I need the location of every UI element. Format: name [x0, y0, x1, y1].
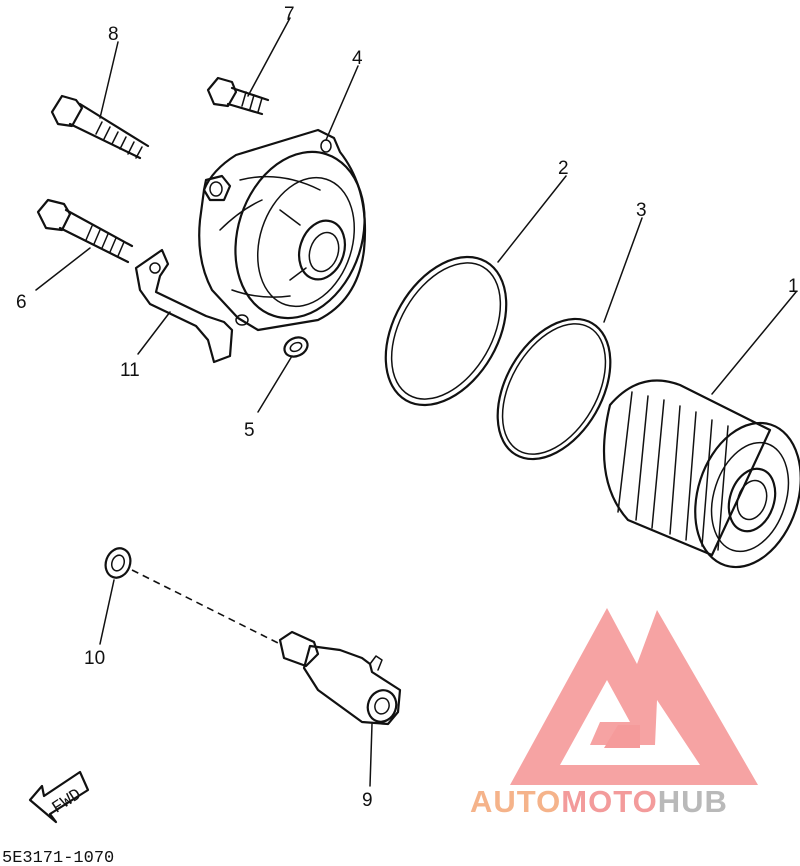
- watermark-text: AUTOMOTOHUB: [470, 784, 728, 819]
- callout-7: 7: [284, 4, 295, 25]
- part-11-bracket: [134, 248, 234, 364]
- watermark-hub: HUB: [658, 784, 728, 819]
- assembly-dash-line: [131, 569, 283, 646]
- watermark-auto: AUTO: [470, 784, 561, 819]
- callout-10: 10: [84, 648, 105, 669]
- part-3-o-ring: [496, 317, 612, 461]
- callout-3: 3: [636, 200, 647, 221]
- callout-9: 9: [362, 790, 373, 811]
- watermark-logo: [510, 608, 758, 785]
- callout-1: 1: [788, 276, 799, 297]
- part-2-o-ring: [384, 255, 508, 407]
- part-8-bolt: [50, 94, 150, 160]
- part-6-bolt: [36, 198, 134, 264]
- watermark-moto: MOTO: [561, 784, 657, 819]
- callout-6: 6: [16, 292, 27, 313]
- callout-4: 4: [352, 48, 363, 69]
- callout-11: 11: [120, 360, 140, 381]
- diagram-reference-code: 5E3171-1070: [2, 849, 114, 866]
- callout-5: 5: [244, 420, 255, 441]
- leader-lines: [35, 17, 797, 787]
- forward-arrow-label: FWD: [49, 786, 85, 819]
- part-10-washer: [104, 547, 132, 579]
- forward-arrow-icon: FWD: [28, 770, 90, 824]
- part-9-sensor: [278, 630, 402, 726]
- callout-2: 2: [558, 158, 569, 179]
- part-1-oil-filter: [602, 379, 800, 569]
- part-4-filter-cover: [198, 128, 367, 332]
- callout-8: 8: [108, 24, 119, 45]
- part-5-washer: [283, 336, 309, 358]
- part-7-bolt: [206, 76, 270, 116]
